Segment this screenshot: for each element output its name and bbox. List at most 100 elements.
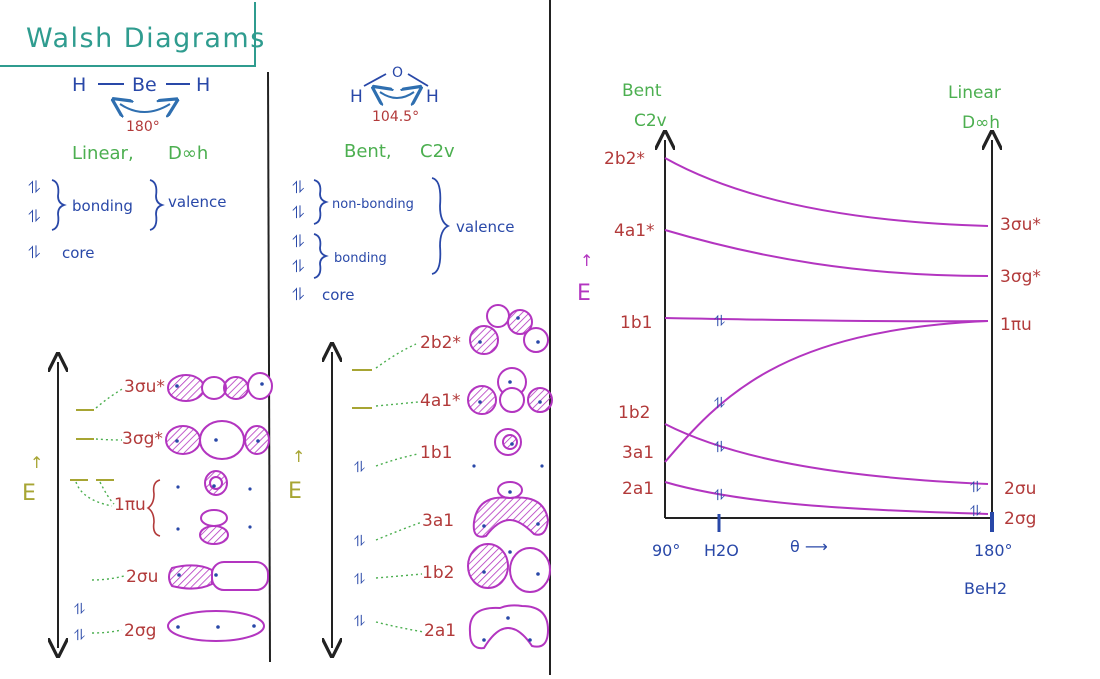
beh2-orbital-labels: 3σu* 3σg* 1πu 2σu 2σg <box>114 377 165 641</box>
walsh-right-header-symmetry: D∞h <box>962 113 1000 133</box>
beh2-electron-pair: ⥮ <box>28 178 40 198</box>
walsh-electron-3a1: ⥮ <box>714 394 725 412</box>
h2o-electron-pair: ⥮ <box>354 458 365 476</box>
walsh-label-1b2: 1b2 <box>618 403 650 423</box>
h2o-formula: O H H <box>350 65 439 107</box>
beh2-electron-pair: ⥮ <box>74 626 85 644</box>
beh2-valence-label: valence <box>168 193 226 211</box>
h2o-electron-pair: ⥮ <box>292 203 304 223</box>
orbital-3a1-shape <box>472 481 550 538</box>
beh2-level-lines <box>70 409 114 481</box>
walsh-label-2a1: 2a1 <box>622 479 654 499</box>
curve-2b2-3su <box>664 157 989 227</box>
orbital-label-3su-star: 3σu* <box>124 377 165 397</box>
h2o-nuclei-dots <box>472 316 544 642</box>
walsh-electron-2sg: ⥮ <box>970 502 981 520</box>
h2o-core-label: core <box>322 286 355 304</box>
curve-1b2-2su <box>664 423 989 485</box>
h2o-electron-pair: ⥮ <box>292 285 304 305</box>
walsh-label-3sg-star: 3σg* <box>1000 267 1041 287</box>
beh2-filled-electrons: ⥮ ⥮ <box>74 600 85 644</box>
walsh-electron-1b1: ⥮ <box>714 312 725 330</box>
walsh-label-3su-star: 3σu* <box>1000 215 1041 235</box>
h2o-angle-arrow <box>380 92 414 98</box>
h2o-energy-up-arrow: ↑ <box>292 447 305 466</box>
orbital-label-2su: 2σu <box>126 567 158 587</box>
beh2-orbital-shapes <box>165 372 273 642</box>
walsh-electron-1b2: ⥮ <box>714 438 725 456</box>
walsh-beh2-label: BeH2 <box>964 579 1007 598</box>
orbital-4a1-star-shape <box>467 367 553 415</box>
walsh-electron-2a1: ⥮ <box>714 486 725 504</box>
walsh-right-header-geometry: Linear <box>948 83 1001 103</box>
beh2-geometry: Linear, <box>72 143 134 164</box>
orbital-2sg-shape <box>167 610 265 642</box>
beh2-electron-config: ⥮ ⥮ bonding valence ⥮ core <box>28 178 226 263</box>
walsh-left-header-symmetry: C2v <box>634 111 667 131</box>
orbital-label-3sg-star: 3σg* <box>122 429 163 449</box>
h2o-o: O <box>392 65 403 81</box>
walsh-label-1pu: 1πu <box>1000 315 1032 335</box>
beh2-1pu-brace <box>146 479 161 537</box>
h2o-level-lines <box>352 369 372 409</box>
beh2-h-left: H <box>72 74 86 96</box>
walsh-electron-pairs: ⥮ ⥮ ⥮ ⥮ ⥮ ⥮ <box>714 312 981 520</box>
walsh-label-3a1: 3a1 <box>622 443 654 463</box>
orbital-label-1pu: 1πu <box>114 495 146 515</box>
orbital-1b2-shape <box>467 543 551 593</box>
h2o-electron-pair: ⥮ <box>354 612 365 630</box>
orbital-label-3a1: 3a1 <box>422 511 454 531</box>
h2o-dotted-links <box>375 343 425 633</box>
walsh-tick-h2o: H2O <box>704 541 739 560</box>
walsh-x-tick-labels: 90° H2O θ ⟶ 180° BeH2 <box>652 537 1013 598</box>
h2o-energy-label: E <box>288 479 302 504</box>
beh2-angle: 180° <box>126 119 160 135</box>
beh2-energy-label: E <box>22 481 36 506</box>
h2o-electron-pair: ⥮ <box>354 570 365 588</box>
title-box: Walsh Diagrams <box>0 2 266 67</box>
beh2-formula: H Be H <box>72 74 210 96</box>
orbital-2b2-star-shape <box>469 304 549 355</box>
walsh-label-2b2-star: 2b2* <box>604 149 645 169</box>
orbital-1pu-shape <box>199 470 229 545</box>
orbital-label-2b2-star: 2b2* <box>420 333 461 353</box>
h2o-h-right: H <box>426 87 439 107</box>
beh2-angle-arrow <box>120 104 170 112</box>
walsh-right-level-labels: 3σu* 3σg* 1πu 2σu 2σg <box>1000 215 1041 529</box>
beh2-electron-pair: ⥮ <box>28 207 40 227</box>
beh2-dotted-links <box>75 387 125 634</box>
h2o-bonding-label: bonding <box>334 251 387 266</box>
curve-3a1-1pu <box>664 320 989 463</box>
beh2-h-right: H <box>196 74 210 96</box>
h2o-symmetry: C2v <box>420 141 455 162</box>
curve-4a1-3sg <box>664 229 989 277</box>
beh2-symmetry: D∞h <box>168 143 208 164</box>
walsh-label-1b1: 1b1 <box>620 313 652 333</box>
curve-2a1-2sg <box>664 481 989 515</box>
beh2-nuclei-dots <box>175 382 264 629</box>
curve-1b1-1pu <box>664 317 989 323</box>
beh2-core-label: core <box>62 244 95 262</box>
h2o-orbital-labels: 2b2* 4a1* 1b1 3a1 1b2 2a1 <box>420 333 461 641</box>
divider-left <box>267 71 271 663</box>
h2o-electron-pair: ⥮ <box>292 257 304 277</box>
orbital-1b1-shape <box>494 428 522 456</box>
h2o-orbital-shapes <box>467 304 553 650</box>
page-title: Walsh Diagrams <box>26 23 266 54</box>
walsh-theta-label: θ ⟶ <box>790 537 828 556</box>
walsh-label-2sg: 2σg <box>1004 509 1036 529</box>
h2o-electron-pair: ⥮ <box>292 178 304 198</box>
beh2-energy-up-arrow: ↑ <box>30 453 43 472</box>
h2o-electron-pair: ⥮ <box>354 532 365 550</box>
walsh-energy-label: E <box>577 281 591 306</box>
h2o-valence-label: valence <box>456 218 514 236</box>
orbital-3sg-star-shape <box>165 420 270 460</box>
walsh-tick-180: 180° <box>974 541 1013 560</box>
orbital-3su-star-shape <box>167 372 273 402</box>
walsh-correlation-curves <box>664 157 989 515</box>
orbital-label-2a1: 2a1 <box>424 621 456 641</box>
beh2-electron-pair: ⥮ <box>28 243 40 263</box>
h2o-h-left: H <box>350 87 363 107</box>
orbital-2su-shape <box>168 561 269 591</box>
